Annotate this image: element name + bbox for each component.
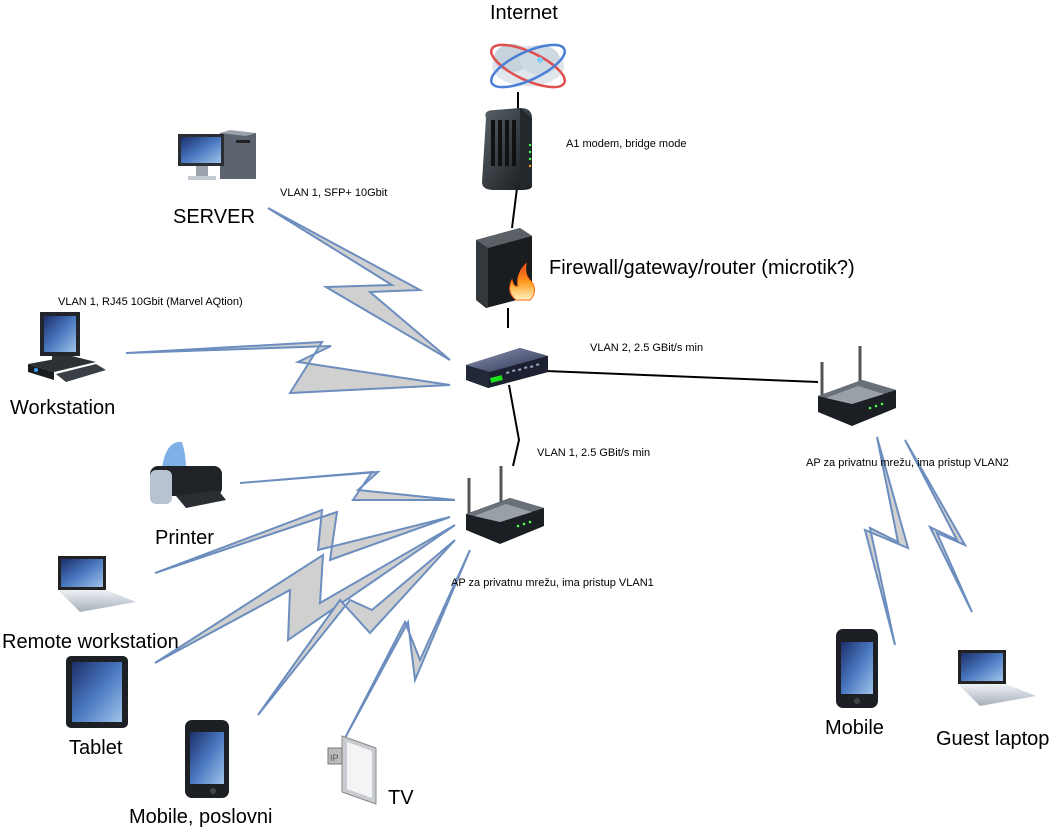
modem-label: A1 modem, bridge mode [566, 138, 687, 150]
link-modem-firewall [511, 187, 518, 229]
smartphone-icon [836, 629, 878, 708]
firewall-label: Firewall/gateway/router (microtik?) [549, 257, 855, 279]
laptop-icon-remote [58, 556, 136, 612]
bolt-printer-ap1 [239, 470, 456, 501]
printer-icon [150, 441, 226, 508]
workstation-icon [28, 312, 106, 382]
bolt-remote-ap1 [154, 508, 451, 574]
desktop-tower-icon [178, 130, 256, 180]
link-label-switch-ap2: VLAN 2, 2.5 GBit/s min [590, 342, 704, 354]
bolt-laptop-ap2 [904, 439, 973, 613]
mobile-business-label: Mobile, poslovni [129, 806, 273, 828]
tv-label: TV [388, 787, 414, 809]
svg-text:IP: IP [330, 753, 339, 763]
cloud-internet-icon [490, 43, 566, 89]
wireless-router-icon-ap1 [466, 466, 544, 544]
modem-icon [482, 108, 532, 190]
bolt-mobile-ap1 [257, 539, 456, 716]
switch-icon [466, 348, 548, 388]
mobile-label: Mobile [825, 717, 884, 739]
workstation-label: Workstation [10, 397, 116, 419]
internet-label: Internet [490, 2, 558, 24]
smartphone-icon-business [185, 720, 229, 798]
link-switch-ap1 [508, 384, 521, 467]
bolt-mobile-ap2 [863, 436, 910, 646]
ap-vlan2-label: AP za privatnu mrežu, ima pristup VLAN2 [806, 457, 1009, 469]
tablet-icon [66, 656, 128, 728]
bolt-tablet-ap1 [154, 524, 456, 664]
server-label: SERVER [173, 206, 255, 228]
remote-workstation-label: Remote workstation [2, 631, 179, 653]
bolt-workstation-switch [125, 340, 451, 395]
ip-tv-icon: IP [327, 735, 377, 805]
wireless-links [125, 207, 973, 739]
link-label-switch-ap1: VLAN 1, 2.5 GBit/s min [537, 447, 651, 459]
wireless-router-icon-ap2 [818, 346, 896, 426]
guest-laptop-label: Guest laptop [936, 728, 1050, 750]
ap-vlan1-label: AP za privatnu mrežu, ima pristup VLAN1 [451, 577, 654, 589]
link-switch-ap2 [545, 370, 819, 383]
bolt-server-switch [267, 207, 451, 361]
tablet-label: Tablet [69, 737, 123, 759]
link-label-server-switch: VLAN 1, SFP+ 10Gbit [280, 187, 388, 199]
laptop-icon-guest [958, 650, 1036, 706]
bolt-tv-ap1 [344, 549, 471, 739]
firewall-icon [476, 228, 536, 308]
link-label-workstation-switch: VLAN 1, RJ45 10Gbit (Marvel AQtion) [58, 296, 243, 308]
printer-label: Printer [155, 527, 214, 549]
wired-links [507, 92, 819, 467]
